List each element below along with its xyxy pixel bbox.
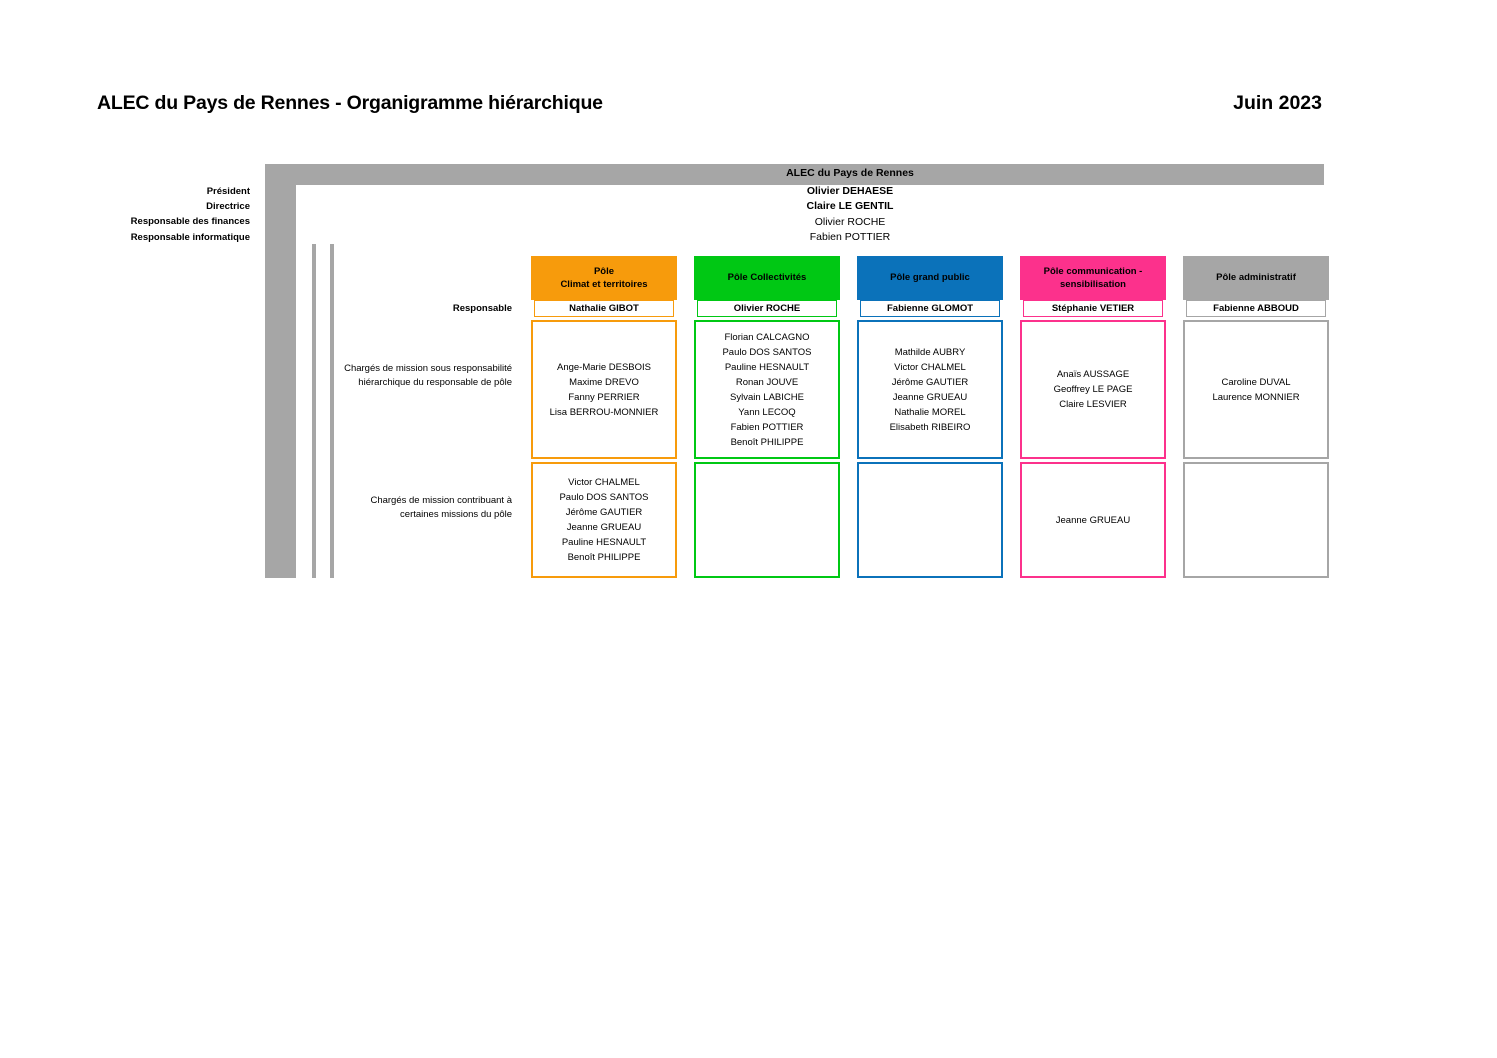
pole-hierarchical-members-climat-et-territoires: Ange-Marie DESBOIS Maxime DREVO Fanny PERR… [531, 320, 677, 459]
pole-header-communication-sensibilisation: Pôle communication - sensibilisation [1020, 256, 1166, 300]
pole-contributing-members-grand-public [857, 462, 1003, 578]
member-name: Claire LESVIER [1059, 399, 1127, 410]
pole-responsable-collectivites: Olivier ROCHE [697, 300, 837, 317]
member-name: Caroline DUVAL [1221, 376, 1291, 388]
executive-name: Fabien POTTIER [809, 231, 891, 244]
pole-title-line: Pôle communication - [1043, 265, 1143, 277]
pole-title-line: Pôle Collectivités [727, 272, 807, 284]
document-date: Juin 2023 [1233, 92, 1322, 114]
row-label-hierarchical-missions: Chargés de mission sous responsabilité h… [344, 363, 512, 388]
member-name: Nathalie MOREL [894, 406, 966, 418]
pole-hierarchical-members-administratif: Caroline DUVAL Laurence MONNIER [1183, 320, 1329, 459]
member-name: Lisa BERROU-MONNIER [549, 406, 659, 418]
row-label-responsable: Responsable [452, 303, 512, 314]
member-name: Maxime DREVO [569, 376, 639, 388]
pole-hierarchical-members-grand-public: Mathilde AUBRY Victor CHALMEL Jérôme GAUTI… [857, 320, 1003, 459]
member-name: Benoît PHILIPPE [567, 552, 641, 563]
connector-line-2 [330, 244, 334, 578]
pole-title-line: Pôle [593, 265, 615, 277]
executive-role-label: Directrice [206, 201, 250, 213]
member-name: Jérôme GAUTIER [565, 507, 643, 518]
member-name: Pauline HESNAULT [724, 361, 810, 373]
member-name: Benoît PHILIPPE [730, 436, 804, 448]
pole-title-line: sensibilisation [1060, 279, 1126, 290]
page-title: ALEC du Pays de Rennes - Organigramme hi… [97, 92, 603, 114]
member-name: Anaïs AUSSAGE [1056, 369, 1130, 380]
member-name: Fabien POTTIER [730, 421, 804, 433]
member-name: Ronan JOUVE [735, 376, 799, 388]
executive-role-label: Responsable informatique [130, 231, 250, 243]
executive-name: Olivier DEHAESE [806, 185, 894, 197]
pole-header-administratif: Pôle administratif [1183, 256, 1329, 300]
document-header: ALEC du Pays de Rennes - Organigramme hi… [97, 92, 1322, 124]
pole-header-collectivites: Pôle Collectivités [694, 256, 840, 300]
member-name: Paulo DOS SANTOS [722, 346, 812, 358]
member-name: Jérôme GAUTIER [891, 376, 969, 388]
member-name: Ange-Marie DESBOIS [557, 361, 651, 373]
member-name: Florian CALCAGNO [724, 331, 810, 343]
organization-name: ALEC du Pays de Rennes [786, 167, 914, 179]
pole-title-line: Climat et territoires [560, 279, 648, 290]
executive-names-list: Olivier DEHAESE Claire LE GENTIL Olivier R… [620, 184, 1080, 246]
pole-title-line: Pôle grand public [890, 272, 970, 284]
connector-line-1 [312, 244, 316, 578]
pole-responsable-administratif: Fabienne ABBOUD [1186, 300, 1326, 317]
pole-contributing-members-communication-sensibilisation: Jeanne GRUEAU [1020, 462, 1166, 578]
pole-contributing-members-climat-et-territoires: Victor CHALMEL Paulo DOS SANTOS Jérôme GAU… [531, 462, 677, 578]
member-name: Yann LECOQ [738, 406, 796, 418]
member-name: Paulo DOS SANTOS [559, 492, 649, 503]
pole-header-grand-public: Pôle grand public [857, 256, 1003, 300]
member-name: Pauline HESNAULT [561, 537, 647, 548]
org-left-connector-bar [265, 164, 296, 578]
pole-responsable-climat-et-territoires: Nathalie GIBOT [534, 300, 674, 317]
pole-responsable-grand-public: Fabienne GLOMOT [860, 300, 1000, 317]
member-name: Jeanne GRUEAU [1055, 514, 1131, 526]
member-name: Geoffrey LE PAGE [1053, 384, 1133, 395]
executive-name: Claire LE GENTIL [806, 200, 894, 213]
member-name: Jeanne GRUEAU [566, 522, 642, 533]
member-name: Fanny PERRIER [568, 391, 640, 403]
member-name: Victor CHALMEL [568, 477, 640, 488]
executive-role-label: Responsable des finances [130, 216, 250, 228]
member-name: Jeanne GRUEAU [892, 391, 968, 403]
member-name: Victor CHALMEL [894, 361, 966, 373]
pole-hierarchical-members-communication-sensibilisation: Anaïs AUSSAGE Geoffrey LE PAGE Claire LESV… [1020, 320, 1166, 459]
pole-hierarchical-members-collectivites: Florian CALCAGNO Paulo DOS SANTOS Pauline … [694, 320, 840, 459]
row-label-contributing-missions: Chargés de mission contribuant à certain… [370, 495, 512, 520]
pole-responsable-communication-sensibilisation: Stéphanie VETIER [1023, 300, 1163, 317]
member-name: Elisabeth RIBEIRO [889, 421, 971, 433]
executive-name: Olivier ROCHE [814, 215, 886, 228]
member-name: Mathilde AUBRY [894, 346, 966, 358]
pole-title-line: Pôle administratif [1216, 272, 1296, 284]
executive-role-label: Président [206, 186, 250, 197]
org-top-connector-bar [265, 164, 1324, 185]
pole-contributing-members-collectivites [694, 462, 840, 578]
member-name: Laurence MONNIER [1212, 391, 1300, 403]
pole-contributing-members-administratif [1183, 462, 1329, 578]
member-name: Sylvain LABICHE [730, 391, 804, 403]
